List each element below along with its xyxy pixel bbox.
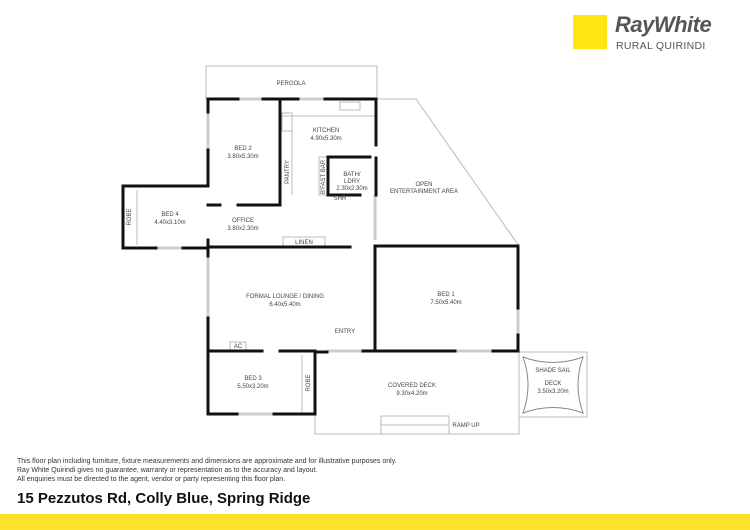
- label-entertainment: ENTERTAINMENT AREA: [390, 189, 458, 195]
- label-bed3: BED 3: [244, 376, 262, 382]
- dims-deck: 3.50x3.20m: [537, 389, 568, 395]
- brand-office: RURAL QUIRINDI: [616, 40, 706, 52]
- dims-bath: 2.30x2.30m: [336, 186, 367, 192]
- label-office: OFFICE: [232, 218, 254, 224]
- brand-name: RayWhite: [615, 12, 712, 37]
- label-robe-bed3: ROBE: [306, 374, 312, 391]
- label-shade-sail: SHADE SAIL: [535, 368, 571, 374]
- disclaimer-line-3: All enquiries must be directed to the ag…: [17, 476, 286, 483]
- floor-plan: PERGOLA KITCHEN 4.90x5.30m BED 2 3.80x5.…: [121, 65, 588, 435]
- property-address: 15 Pezzutos Rd, Colly Blue, Spring Ridge: [17, 490, 311, 507]
- brand-logo-square: [573, 15, 607, 49]
- dims-bed2: 3.80x5.30m: [227, 154, 258, 160]
- label-open: OPEN: [415, 182, 432, 188]
- label-lounge: FORMAL LOUNGE / DINING: [246, 294, 324, 300]
- label-bed2: BED 2: [234, 146, 252, 152]
- label-linen: LINEN: [295, 240, 313, 246]
- entertainment-area-outline: [376, 98, 520, 247]
- dims-bed3: 5.50x3.20m: [237, 384, 268, 390]
- label-ac: AC: [234, 344, 243, 350]
- label-entry: ENTRY: [335, 329, 355, 335]
- label-bed4: BED 4: [161, 212, 179, 218]
- label-ldry: LDRY: [344, 179, 360, 185]
- dims-bed4: 4.40x3.10m: [154, 220, 185, 226]
- label-pantry: PANTRY: [285, 160, 291, 184]
- label-shr: SHR: [334, 196, 347, 202]
- label-kitchen: KITCHEN: [313, 128, 339, 134]
- dims-covered-deck: 9.30x4.20m: [396, 391, 427, 397]
- dims-office: 3.80x2.30m: [227, 226, 258, 232]
- label-bed1: BED 1: [437, 292, 455, 298]
- footer-brand-bar: [0, 514, 750, 530]
- disclaimer-line-2: Ray White Quirindi gives no guarantee, w…: [17, 467, 318, 474]
- dims-kitchen: 4.90x5.30m: [310, 136, 341, 142]
- room-labels: PERGOLA KITCHEN 4.90x5.30m BED 2 3.80x5.…: [127, 81, 571, 429]
- label-deck: DECK: [545, 381, 562, 387]
- label-bfast-bar: B'FAST BAR: [321, 159, 327, 194]
- label-pergola: PERGOLA: [276, 81, 305, 87]
- disclaimer-line-1: This floor plan including furniture, fix…: [17, 458, 397, 465]
- disclaimer: This floor plan including furniture, fix…: [17, 457, 397, 484]
- label-robe-bed4: ROBE: [127, 208, 133, 225]
- label-ramp-up: RAMP UP: [452, 423, 479, 429]
- label-bath: BATH/: [343, 172, 361, 178]
- dims-bed1: 7.50x5.40m: [430, 300, 461, 306]
- label-covered-deck: COVERED DECK: [388, 383, 436, 389]
- dims-lounge: 6.40x5.40m: [269, 302, 300, 308]
- shade-sail-deck-outline: [518, 351, 588, 418]
